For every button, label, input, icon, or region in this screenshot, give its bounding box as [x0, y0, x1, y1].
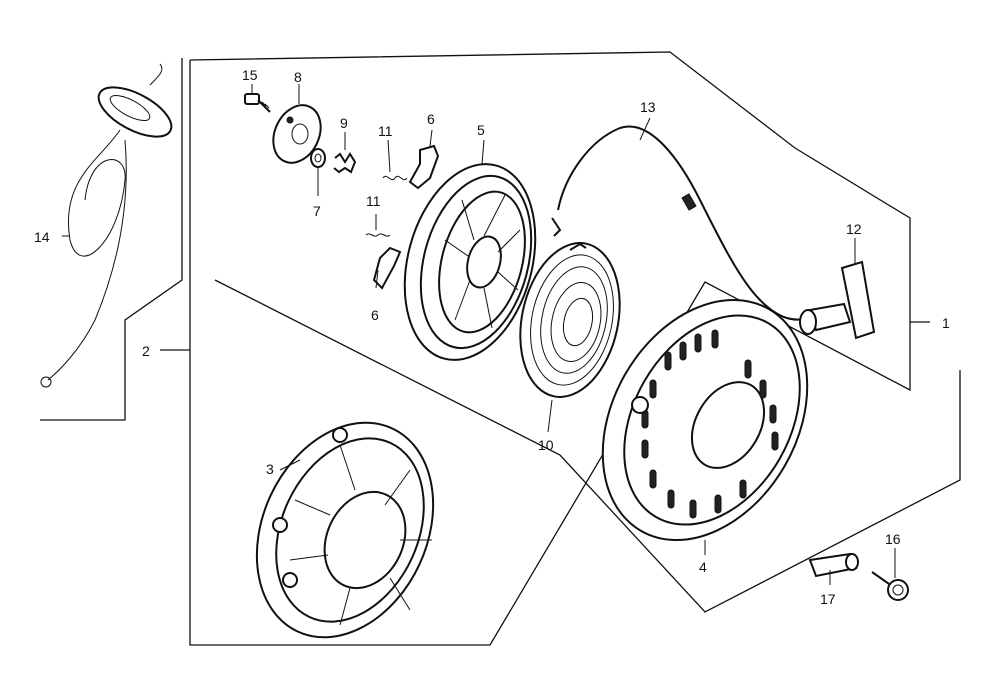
callout-17: 17 [820, 591, 836, 607]
rope-icon [551, 125, 811, 321]
callout-2: 2 [142, 343, 150, 359]
callout-9: 9 [340, 115, 348, 131]
coil-spring-icon [333, 152, 357, 174]
washer-icon [310, 148, 326, 168]
callout-11a: 11 [378, 123, 393, 139]
callout-5: 5 [477, 122, 485, 138]
pawl-spring-icon [365, 175, 408, 237]
pawl-icon [372, 144, 440, 290]
callout-6a: 6 [427, 111, 435, 127]
ratchet-icon [272, 104, 322, 164]
callout-11b: 11 [366, 193, 381, 209]
group-outline-1 [160, 279, 961, 613]
spring-icon [519, 242, 621, 398]
callout-8: 8 [294, 69, 302, 85]
callout-14: 14 [34, 229, 50, 245]
leader-lines [62, 84, 896, 585]
callouts: 1 2 3 4 5 6 6 7 8 9 10 11 11 12 13 14 15… [34, 67, 950, 607]
handle-icon [799, 260, 876, 340]
callout-7: 7 [313, 203, 321, 219]
callout-3: 3 [266, 461, 274, 477]
harness-icon [40, 63, 173, 388]
callout-16: 16 [885, 531, 901, 547]
callout-10: 10 [538, 437, 554, 453]
collar-icon [808, 552, 859, 578]
group-outline-2 [40, 51, 911, 646]
callout-1: 1 [942, 315, 950, 331]
callout-15: 15 [242, 67, 258, 83]
cover-icon [601, 298, 809, 542]
callout-6b: 6 [371, 307, 379, 323]
callout-4: 4 [699, 559, 707, 575]
starter-case-icon [255, 421, 435, 639]
callout-12: 12 [846, 221, 862, 237]
flange-bolt-icon [871, 571, 909, 601]
callout-13: 13 [640, 99, 656, 115]
bolt-icon [244, 93, 271, 113]
reel-icon [403, 163, 537, 361]
